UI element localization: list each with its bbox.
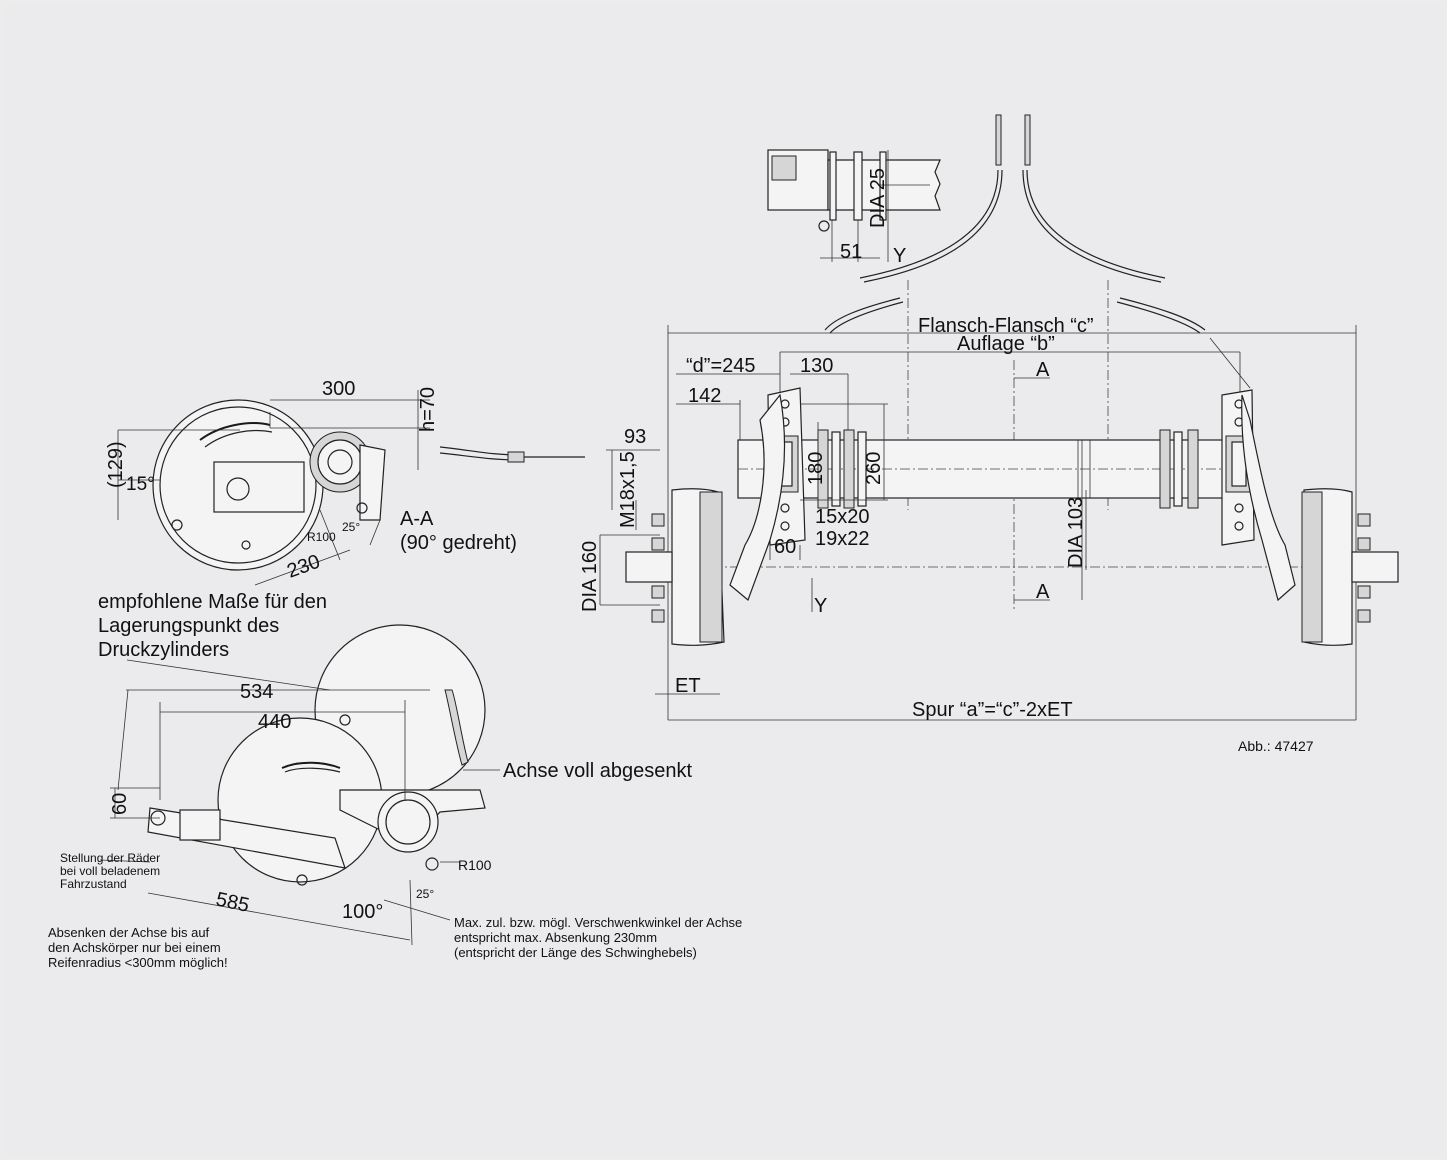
- dim-60-label: 60: [774, 536, 796, 558]
- et-label: ET: [675, 675, 701, 697]
- y-label: Y: [893, 245, 906, 267]
- aa-dim-h70-label: h=70: [417, 387, 439, 432]
- aa-subtitle: (90° gedreht): [400, 532, 517, 554]
- aa-angle-15-label: 15°: [126, 474, 155, 495]
- aa-r100-label: R100: [307, 530, 336, 544]
- support-label: Auflage “b”: [957, 333, 1055, 355]
- note-lower-line-3: Reifenradius <300mm möglich!: [48, 955, 228, 970]
- aa-dim-300-label: 300: [322, 378, 355, 400]
- note-max-line-1: Max. zul. bzw. mögl. Verschwenkwinkel de…: [454, 915, 742, 930]
- view-y-label: Y: [814, 595, 827, 617]
- d-label: “d”=245: [686, 355, 756, 377]
- wheel-pos-line-1: Stellung der Räder: [60, 851, 160, 865]
- hole-15x20-label: 15x20: [815, 506, 870, 528]
- side-angle-25-label: 25°: [416, 887, 434, 901]
- dim-93-label: 93: [624, 426, 646, 448]
- recommendation-line-2: Lagerungspunkt des: [98, 615, 279, 637]
- brake-cables: [824, 114, 1251, 389]
- wheel-pos-line-3: Fahrzustand: [60, 877, 127, 891]
- note-lower-line-1: Absenken der Achse bis auf: [48, 925, 210, 940]
- side-dim-585-label: 585: [214, 888, 251, 916]
- wheel-pos-line-2: bei voll beladenem: [60, 864, 160, 878]
- thread-label: M18x1,5: [617, 451, 639, 528]
- side-angle-100-label: 100°: [342, 901, 383, 923]
- recommendation-note: empfohlene Maße für den Lagerungspunkt d…: [98, 591, 327, 661]
- dim-130-label: 130: [800, 355, 833, 377]
- figure-number: Abb.: 47427: [1238, 738, 1314, 754]
- recommendation-line-1: empfohlene Maße für den: [98, 591, 327, 613]
- detail-y-view: 51 Y DIA 25: [767, 149, 941, 267]
- note-lower-line-2: den Achskörper nur bei einem: [48, 940, 221, 955]
- aa-dim-230-label: 230: [284, 551, 323, 583]
- dim-260-label: 260: [863, 452, 885, 485]
- drawing-sheet: [6, 6, 1441, 1156]
- track-label: Spur “a”=“c”-2xET: [912, 699, 1073, 721]
- section-a-bottom-label: A: [1036, 581, 1050, 603]
- side-dim-534-label: 534: [240, 681, 273, 703]
- dia-160-label: DIA 160: [579, 541, 601, 612]
- note-max-line-2: entspricht max. Absenkung 230mm: [454, 930, 657, 945]
- lowered-label: Achse voll abgesenkt: [503, 760, 692, 782]
- flange-label: Flansch-Flansch “c”: [918, 315, 1094, 337]
- dia-103-label: DIA 103: [1065, 497, 1087, 568]
- side-dim-60-label: 60: [109, 793, 131, 815]
- dim-180-label: 180: [805, 452, 827, 485]
- side-r100-label: R100: [458, 857, 492, 873]
- dim-51-label: 51: [840, 241, 862, 263]
- side-dim-440-label: 440: [258, 711, 291, 733]
- recommendation-line-3: Druckzylinders: [98, 639, 229, 661]
- aa-angle-25-label: 25°: [342, 520, 360, 534]
- side-view: 534 440 60 585 100° 25° R100 Achse voll …: [48, 624, 742, 970]
- hole-19x22-label: 19x22: [815, 528, 870, 550]
- aa-title: A-A: [400, 508, 434, 530]
- aa-dim-129-label: (129): [105, 441, 127, 488]
- section-a-top-label: A: [1036, 359, 1050, 381]
- axle-top-view: Flansch-Flansch “c” Auflage “b” “d”=245 …: [579, 280, 1399, 754]
- dim-142-label: 142: [688, 385, 721, 407]
- dia-25-label: DIA 25: [867, 168, 889, 228]
- section-aa-view: 300 h=70 (129) 15° R100 25° 230 A-A (90°…: [105, 378, 585, 586]
- note-max-line-3: (entspricht der Länge des Schwinghebels): [454, 945, 697, 960]
